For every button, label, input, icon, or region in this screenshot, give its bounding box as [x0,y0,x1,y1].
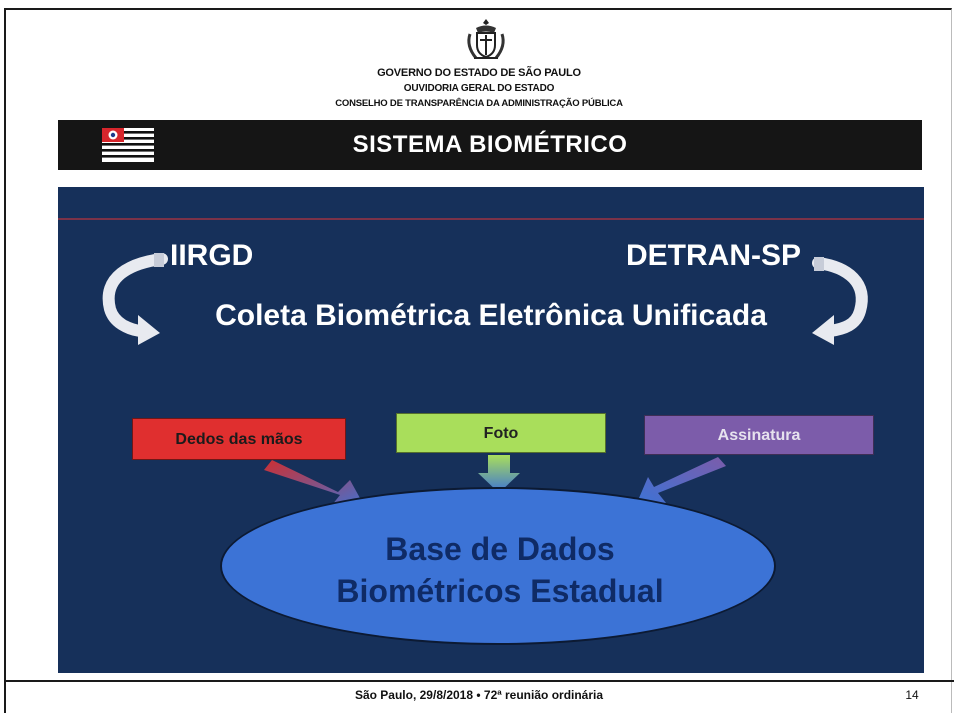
footer-meeting-info: São Paulo, 29/8/2018 • 72ª reunião ordin… [354,688,604,702]
slide-arrows [102,253,868,509]
right-curved-arrow-icon [812,257,868,345]
source-iirgd: IIRGD [170,239,254,272]
slide-panel: IIRGD DETRAN-SP Coleta Biométrica Eletrô… [58,187,924,673]
page-number: 14 [905,688,919,702]
slide-main-title: Coleta Biométrica Eletrônica Unificada [215,299,767,332]
page-frame [4,8,952,713]
box-signature: Assinatura [644,415,874,455]
database-label-line1: Base de Dados [385,531,615,567]
left-curved-arrow-icon [102,253,168,345]
title-banner: SISTEMA BIOMÉTRICO [58,120,922,170]
footer-divider [4,680,954,682]
arrow-photo-to-database-icon [478,455,520,493]
page-title: SISTEMA BIOMÉTRICO [352,131,628,158]
source-detran-sp: DETRAN-SP [626,239,802,272]
database-ellipse: Base de Dados Biométricos Estadual [220,487,776,645]
header-ombudsman: OUVIDORIA GERAL DO ESTADO [403,83,555,94]
slide-divider [58,218,924,220]
header-government: GOVERNO DO ESTADO DE SÃO PAULO [377,67,581,79]
sao-paulo-flag-icon [102,128,154,162]
database-label-line2: Biométricos Estadual [336,573,664,609]
sao-paulo-coat-of-arms-icon [467,19,505,59]
box-photo: Foto [396,413,606,453]
arrow-hands-to-database-icon [264,460,366,509]
box-fingerprints: Dedos das mãos [132,418,346,460]
header-council: CONSELHO DE TRANSPARÊNCIA DA ADMINISTRAÇ… [335,98,623,109]
arrow-signature-to-database-icon [636,457,726,505]
